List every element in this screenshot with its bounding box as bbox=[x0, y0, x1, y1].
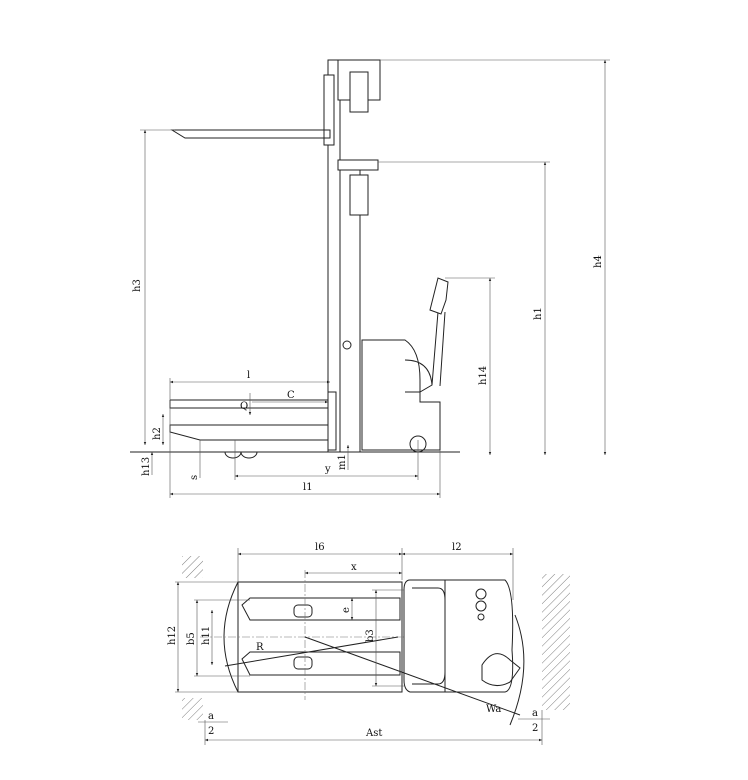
mast-crossbar bbox=[337, 159, 379, 171]
label-b5: b5 bbox=[186, 632, 197, 645]
turn-radius-lines bbox=[224, 636, 521, 716]
tiller-head-top bbox=[481, 653, 521, 686]
lowered-fork bbox=[169, 424, 331, 441]
truck-body-top bbox=[403, 579, 514, 693]
label-h2: h2 bbox=[152, 427, 163, 440]
label-2-right: 2 bbox=[532, 723, 538, 734]
top-view: R Wa l6 l2 x h12 b5 h11 b3 e a 2 a 2 Ast bbox=[167, 542, 570, 745]
label-C: C bbox=[287, 390, 295, 401]
label-e: e bbox=[341, 607, 352, 613]
label-h12: h12 bbox=[167, 626, 178, 645]
truck-body bbox=[361, 339, 441, 451]
turn-arc bbox=[509, 614, 525, 726]
mast-pivot bbox=[342, 340, 352, 350]
label-h3: h3 bbox=[132, 279, 143, 292]
label-Ast: Ast bbox=[365, 728, 382, 739]
label-2-left: 2 bbox=[208, 726, 214, 737]
wall-top-left bbox=[182, 556, 203, 578]
label-m1: m1 bbox=[337, 454, 348, 470]
label-h1: h1 bbox=[533, 307, 544, 320]
label-Q: Q bbox=[240, 401, 248, 412]
label-y: y bbox=[324, 464, 331, 475]
lift-cylinder-top bbox=[349, 71, 369, 113]
raised-carriage bbox=[323, 74, 335, 146]
indicator-1 bbox=[475, 588, 487, 600]
load-wheel-upper bbox=[293, 604, 313, 618]
label-a-left: a bbox=[208, 711, 214, 722]
label-l2: l2 bbox=[452, 542, 462, 553]
lift-cylinder-upper bbox=[349, 174, 369, 216]
fork-carriage bbox=[327, 391, 337, 451]
indicator-2 bbox=[475, 600, 487, 612]
label-l: l bbox=[247, 370, 250, 381]
raised-fork bbox=[170, 129, 331, 139]
label-b3: b3 bbox=[365, 629, 376, 642]
label-h14: h14 bbox=[478, 366, 489, 385]
label-l1: l1 bbox=[303, 482, 313, 493]
wall-right bbox=[542, 574, 570, 710]
label-a-right: a bbox=[532, 708, 538, 719]
indicator-3 bbox=[477, 613, 485, 621]
label-l6: l6 bbox=[315, 542, 325, 553]
label-h4: h4 bbox=[593, 255, 604, 268]
label-R: R bbox=[256, 642, 264, 653]
fork-upper bbox=[241, 597, 401, 621]
tiller-arm bbox=[431, 311, 446, 387]
label-h11: h11 bbox=[201, 626, 212, 645]
label-Wa: Wa bbox=[486, 704, 501, 715]
load-wheel-lower bbox=[293, 656, 313, 670]
label-h13: h13 bbox=[141, 457, 152, 476]
side-view: h3 h4 h1 h14 l C Q h2 h13 s m1 y l1 bbox=[130, 59, 610, 498]
label-s: s bbox=[189, 475, 200, 480]
wall-bottom-left bbox=[182, 698, 203, 720]
label-x: x bbox=[351, 562, 357, 573]
tiller-handle bbox=[429, 277, 449, 315]
load-wheels bbox=[224, 451, 258, 459]
